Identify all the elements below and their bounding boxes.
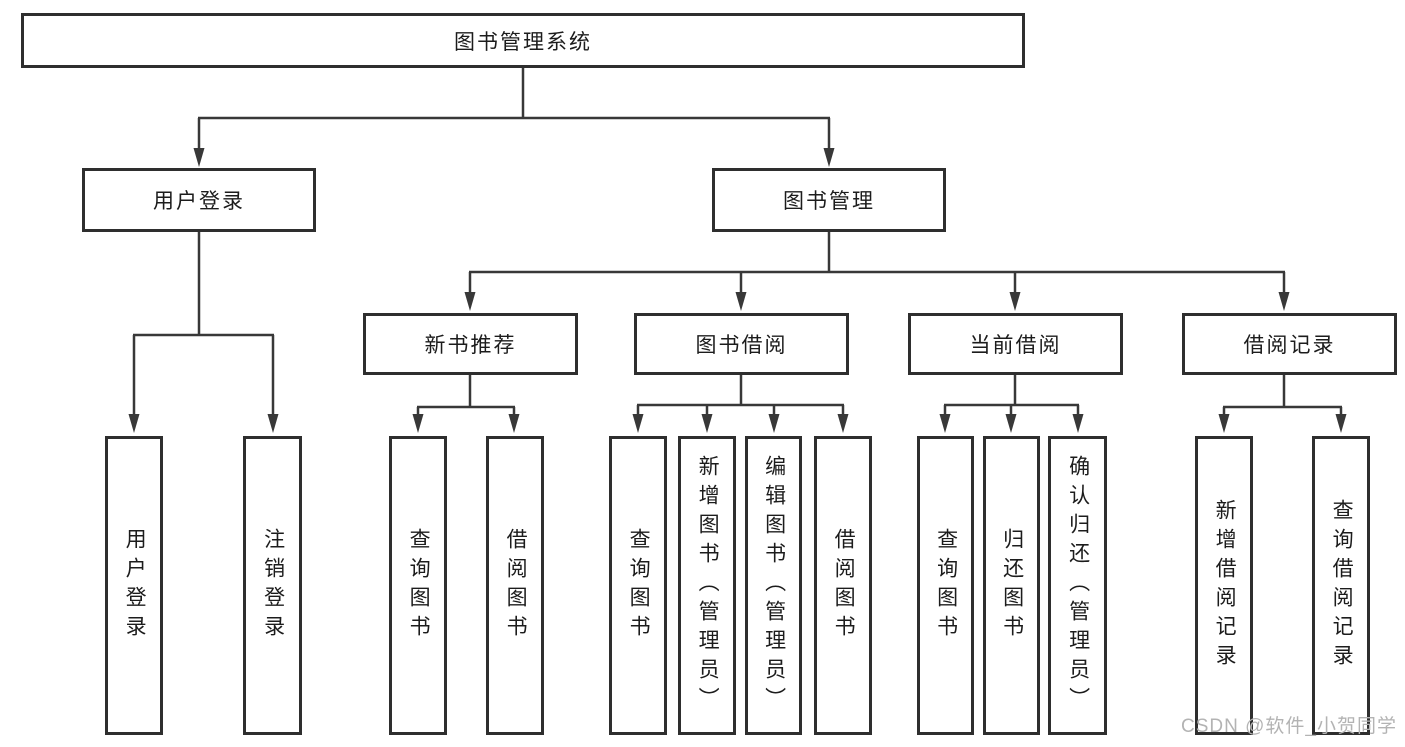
leaf-borrowing-add-books-admin: 新增图书（管理员） [678, 436, 736, 735]
node-borrowing-records: 借阅记录 [1182, 313, 1397, 375]
leaf-current-return-books-label: 归还图书 [1000, 527, 1024, 644]
node-user-login-label: 用户登录 [153, 190, 245, 213]
leaf-borrowing-query-books: 查询图书 [609, 436, 667, 735]
node-new-book-recommend: 新书推荐 [363, 313, 578, 375]
csdn-watermark: CSDN @软件_小贺同学 [1181, 716, 1397, 737]
leaf-logout: 注销登录 [243, 436, 302, 735]
leaf-recommend-query-books: 查询图书 [389, 436, 447, 735]
leaf-current-query-books: 查询图书 [917, 436, 974, 735]
node-book-management: 图书管理 [712, 168, 946, 232]
leaf-current-confirm-return-admin: 确认归还（管理员） [1048, 436, 1107, 735]
leaf-borrowing-edit-books-admin-label: 编辑图书（管理员） [762, 455, 786, 716]
leaf-borrowing-borrow-books: 借阅图书 [814, 436, 872, 735]
leaf-recommend-query-books-label: 查询图书 [407, 527, 431, 644]
leaf-borrowing-add-books-admin-label: 新增图书（管理员） [696, 455, 720, 716]
node-book-borrowing-label: 图书借阅 [695, 334, 788, 357]
node-current-borrowing-label: 当前借阅 [969, 334, 1062, 357]
leaf-current-confirm-return-admin-label: 确认归还（管理员） [1066, 455, 1090, 716]
leaf-borrowing-query-books-label: 查询图书 [627, 527, 651, 644]
node-current-borrowing: 当前借阅 [908, 313, 1123, 375]
node-borrowing-records-label: 借阅记录 [1243, 334, 1336, 357]
node-root-library-system: 图书管理系统 [21, 13, 1025, 68]
node-user-login: 用户登录 [82, 168, 316, 232]
leaf-current-return-books: 归还图书 [983, 436, 1040, 735]
leaf-recommend-borrow-books-label: 借阅图书 [504, 527, 528, 644]
node-book-management-label: 图书管理 [783, 190, 875, 213]
node-book-borrowing: 图书借阅 [634, 313, 849, 375]
leaf-borrowing-borrow-books-label: 借阅图书 [832, 527, 856, 644]
leaf-borrowing-edit-books-admin: 编辑图书（管理员） [745, 436, 802, 735]
leaf-logout-label: 注销登录 [261, 527, 285, 644]
leaf-user-login-label: 用户登录 [123, 527, 147, 644]
leaf-records-add-record: 新增借阅记录 [1195, 436, 1253, 735]
leaf-records-add-record-label: 新增借阅记录 [1213, 498, 1237, 673]
leaf-records-query-record: 查询借阅记录 [1312, 436, 1370, 735]
leaf-recommend-borrow-books: 借阅图书 [486, 436, 544, 735]
node-new-book-recommend-label: 新书推荐 [424, 334, 517, 357]
leaf-user-login: 用户登录 [105, 436, 163, 735]
leaf-current-query-books-label: 查询图书 [934, 527, 958, 644]
node-root-label: 图书管理系统 [454, 30, 592, 54]
leaf-records-query-record-label: 查询借阅记录 [1330, 498, 1354, 673]
